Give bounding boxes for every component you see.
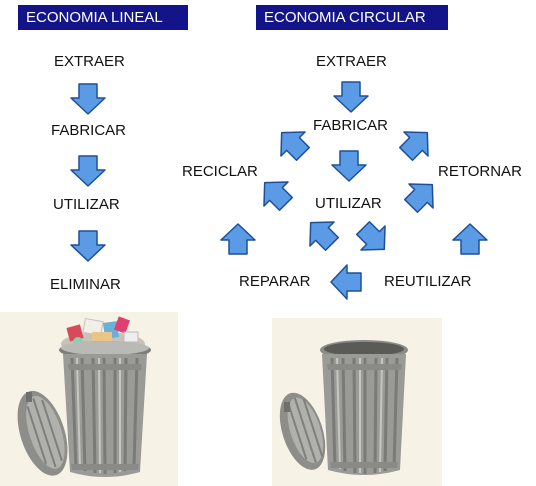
circular-step-reuse: REUTILIZAR: [384, 273, 472, 290]
arrow-up-right-icon: [452, 223, 488, 255]
arrow-recycle-icon: [251, 169, 299, 217]
linear-step-use: UTILIZAR: [53, 196, 120, 213]
arrow-up-left-icon: [220, 223, 256, 255]
arrow-upper-right-icon: [393, 119, 441, 167]
circular-step-extract: EXTRAER: [316, 53, 387, 70]
linear-arrow-3-icon: [70, 230, 106, 262]
circular-step-use: UTILIZAR: [315, 195, 382, 212]
linear-step-dispose: ELIMINAR: [50, 276, 121, 293]
arrow-reuse-to-repair-icon: [330, 264, 362, 300]
arrow-use-to-repair-icon: [297, 209, 345, 257]
circular-arrow-extract-make-icon: [333, 81, 369, 113]
linear-economy-header: ECONOMIA LINEAL: [18, 5, 188, 30]
circular-step-recycle: RECICLAR: [182, 163, 258, 180]
linear-arrow-2-icon: [70, 155, 106, 187]
circular-step-make: FABRICAR: [313, 117, 389, 134]
linear-step-make: FABRICAR: [51, 122, 127, 139]
empty-trash-can-icon: [272, 318, 442, 486]
circular-step-repair: REPARAR: [239, 273, 311, 290]
arrow-return-icon: [398, 171, 446, 219]
circular-arrow-make-use-icon: [331, 150, 367, 182]
linear-arrow-1-icon: [70, 83, 106, 115]
circular-economy-header: ECONOMIA CIRCULAR: [256, 5, 448, 30]
linear-step-extract: EXTRAER: [54, 53, 125, 70]
circular-step-return: RETORNAR: [438, 163, 522, 180]
full-trash-can-icon: [0, 312, 178, 486]
arrow-upper-left-icon: [268, 119, 316, 167]
arrow-use-to-reuse-icon: [350, 215, 398, 263]
